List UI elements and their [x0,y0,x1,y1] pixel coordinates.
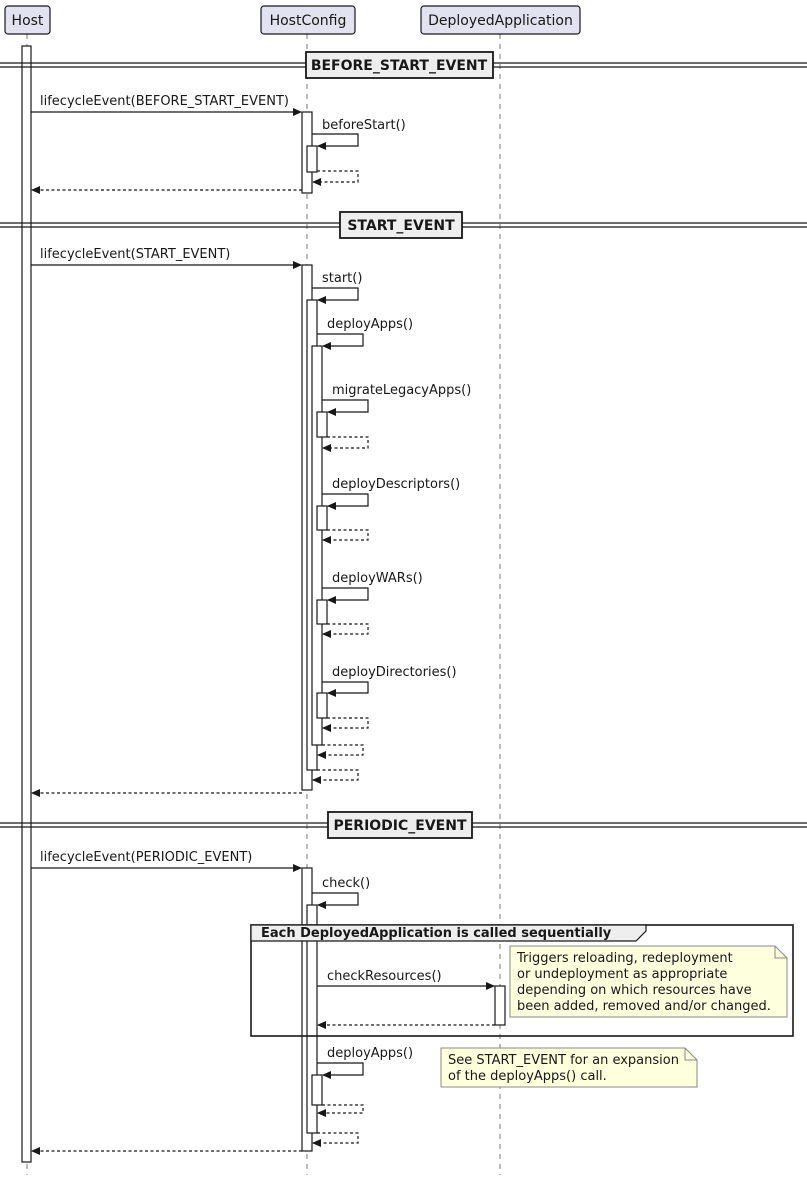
group-frame-sequential: Each DeployedApplication is called seque… [250,924,794,1037]
activation-bar-beforestart [306,145,318,173]
note-line: been added, removed and/or changed. [517,999,771,1014]
self-call-arrow-deployapps [317,333,364,350]
message-label-checkresources: checkResources() [327,969,442,984]
note-deployapps-expansion: See START_EVENT for an expansion of the … [440,1047,698,1088]
note-line: or undeployment as appropriate [517,967,727,982]
self-call-arrow-migratelegacyapps [322,399,369,416]
activation-bar-migratelegacyapps [316,411,328,438]
message-label-periodic-deployapps: deployApps() [327,1046,413,1061]
participant-box [4,5,51,35]
participant-box [260,5,356,35]
divider-label-box [327,811,473,839]
divider-label: BEFORE_START_EVENT [311,58,488,74]
message-label-deploywars: deployWARs() [332,571,423,586]
note-line: of the deployApps() call. [448,1069,607,1084]
self-call-arrow-deploywars [322,587,369,604]
participant-hostconfig: HostConfig [260,5,356,35]
self-call-arrow-periodic-deployapps [317,1062,364,1079]
note-line: Triggers reloading, redeployment [516,951,733,966]
self-return-arrow-beforestart [312,170,359,186]
message-label-lifecycle-before-start: lifecycleEvent(BEFORE_START_EVENT) [40,94,289,109]
note-fold-corner [684,1048,697,1061]
participant-host: Host [4,5,51,35]
participant-label: HostConfig [270,13,347,29]
self-return-arrow-start [312,769,359,784]
note-line: See START_EVENT for an expansion [448,1053,679,1068]
divider-start-event: START_EVENT [0,211,807,239]
note-fold-corner [774,946,787,959]
note-line: depending on which resources have [517,983,752,998]
activation-bar-host [21,45,32,1163]
group-title-tab [250,924,647,942]
message-label-start: start() [322,271,362,286]
activation-bar-check [306,904,318,1134]
self-call-arrow-beforestart [312,133,359,150]
self-return-arrow-deployapps [317,744,364,759]
note-body [509,945,788,1018]
participant-box [420,5,581,35]
message-label-lifecycle-periodic: lifecycleEvent(PERIODIC_EVENT) [40,850,252,865]
activation-bar-deployapps [311,345,323,746]
divider-label: START_EVENT [347,218,455,234]
message-label-deployapps: deployApps() [327,317,413,332]
divider-before-start-event: BEFORE_START_EVENT [0,51,807,79]
activation-bar-periodic-deployapps [311,1074,323,1106]
self-call-arrow-check [312,892,359,909]
message-label-deploydescriptors: deployDescriptors() [332,477,460,492]
participant-label: Host [12,13,44,29]
self-return-arrow-periodic-deployapps [317,1104,364,1117]
self-call-arrow-deploydescriptors [322,493,369,510]
group-title: Each DeployedApplication is called seque… [261,926,612,941]
message-label-beforestart: beforeStart() [322,118,406,133]
note-check-resources: Triggers reloading, redeployment or unde… [509,945,788,1018]
message-label-check: check() [322,876,370,891]
message-label-migratelegacyapps: migrateLegacyApps() [332,383,471,398]
divider-label: PERIODIC_EVENT [333,818,466,834]
activation-bar-deploywars [316,599,328,625]
self-return-arrow-deploydirectories [322,717,369,732]
self-return-arrow-check [312,1132,359,1147]
participant-deployedapplication: DeployedApplication [420,5,581,35]
self-call-arrow-deploydirectories [322,681,369,697]
self-call-arrow-start [312,287,359,304]
activation-bar-deploydirectories [316,692,328,719]
divider-periodic-event: PERIODIC_EVENT [0,811,807,839]
self-return-arrow-deploydescriptors [322,529,369,544]
message-label-deploydirectories: deployDirectories() [332,665,457,680]
self-return-arrow-migratelegacyapps [322,436,369,452]
self-return-arrow-deploywars [322,623,369,638]
note-body [440,1047,698,1088]
divider-label-box [339,211,463,239]
activation-bar-deployedapplication [494,985,506,1026]
participant-label: DeployedApplication [428,13,573,29]
activation-bar-deploydescriptors [316,505,328,531]
divider-label-box [305,51,494,79]
message-label-lifecycle-start: lifecycleEvent(START_EVENT) [40,247,230,262]
